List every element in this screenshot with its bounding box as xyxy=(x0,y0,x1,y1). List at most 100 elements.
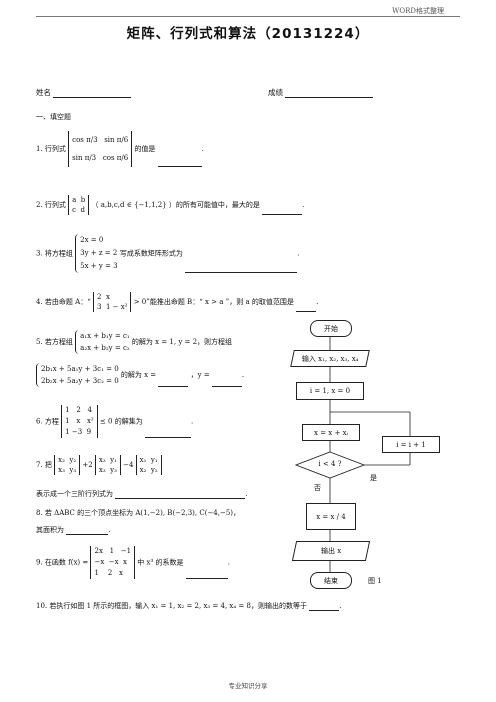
q8-text: 若 ΔABC 的三个顶点坐标为 A(1,−2), B(−2,3), C(−4,−… xyxy=(44,509,241,517)
q4-m12: x xyxy=(105,293,110,301)
page-title: 矩阵、行列式和算法（20131224） xyxy=(126,26,370,42)
q4-m21: 3 xyxy=(97,303,102,311)
flow-update: x = x + xᵢ xyxy=(302,424,360,441)
q4-answer-blank[interactable] xyxy=(296,303,317,312)
q5-system-2: 2b₁x + 5a₁y + 3c₁ = 0 2b₂x + 5a₂y + 3c₂ … xyxy=(36,363,119,387)
q3-eq1: 2x = 0 xyxy=(80,236,104,244)
q9-m22: −x xyxy=(108,558,119,566)
q1-post: 的值是 xyxy=(134,145,156,153)
score-label: 成绩 xyxy=(268,88,283,97)
question-6: 6. 方程 1 2 4 1 x x² 1 −3 9 ≤ 0 的解集为 . xyxy=(36,405,194,438)
header-note: WORD格式整理 xyxy=(392,7,444,15)
q9-determinant: 2x 1 −1 −x −x x 1 2 x xyxy=(90,546,136,579)
q3-eq2: 3y + z = 2 xyxy=(80,249,118,257)
q9-answer-blank[interactable] xyxy=(185,570,228,579)
q8-answer-blank[interactable] xyxy=(66,526,109,535)
flow-input-label: 输入 x₁, x₂, x₃, x₄ xyxy=(301,354,359,363)
flow-start: 开始 xyxy=(310,320,352,337)
name-label: 姓名 xyxy=(36,88,51,97)
q4-m11: 2 xyxy=(97,293,102,301)
q9-m11: 2x xyxy=(94,547,103,555)
flow-condition: i < 4 ? xyxy=(318,460,342,468)
condition-diamond xyxy=(294,451,366,479)
q7-pre: 把 xyxy=(44,461,52,469)
question-4: 4. 若由命题 A：“ 2 x 3 1 − x² > 0”能推出命题 B：“ x… xyxy=(36,292,319,312)
q6-m23: x² xyxy=(86,417,94,425)
q6-m13: 4 xyxy=(87,406,92,414)
flow-output: 输出 x xyxy=(291,541,371,561)
q9-m13: −1 xyxy=(120,547,132,555)
q1-answer-blank[interactable] xyxy=(157,158,202,167)
q3-answer-blank[interactable] xyxy=(185,264,298,273)
q2-m21: c xyxy=(72,206,77,214)
question-2: 2. 行列式 a b c d （ a,b,c,d ∈ {−1,1,2} ）的所有… xyxy=(36,195,305,215)
header-rule xyxy=(36,16,460,17)
flow-update-label: x = x + xᵢ xyxy=(314,428,348,437)
q6-pre: 方程 xyxy=(44,417,59,426)
question-9: 9. 在函数 f(x) = 2x 1 −1 −x −x x 1 2 x 中 x³… xyxy=(36,546,230,579)
q2-determinant: a b c d xyxy=(68,195,90,215)
q7-answer-blank[interactable] xyxy=(115,490,246,499)
q6-m33: 9 xyxy=(86,428,92,436)
q4-determinant: 2 x 3 1 − x² xyxy=(93,292,132,312)
q5-eq3: 2b₁x + 5a₁y + 3c₁ = 0 xyxy=(41,365,119,373)
q8-number: 8. xyxy=(36,509,43,517)
question-5: 5. 若方程组 a₁x + b₁y = c₁ a₂x + b₂y = c₂ 的解… xyxy=(36,330,232,354)
section-heading: 一、填空题 xyxy=(36,113,71,121)
question-8: 8. 若 ΔABC 的三个顶点坐标为 A(1,−2), B(−2,3), C(−… xyxy=(36,508,240,518)
score-blank[interactable] xyxy=(285,88,374,98)
q1-m11: cos π/3 xyxy=(72,136,98,144)
q6-post: ≤ 0 的解集为 xyxy=(99,417,143,426)
flow-input: 输入 x₁, x₂, x₃, x₄ xyxy=(290,350,370,367)
q5-number: 5. xyxy=(36,338,43,346)
q9-pre: 在函数 f(x) = xyxy=(44,558,89,567)
q9-number: 9. xyxy=(36,558,43,567)
q5-answer-y[interactable] xyxy=(211,378,242,387)
q3-pre: 将方程组 xyxy=(44,249,73,258)
q10-answer-blank[interactable] xyxy=(309,602,340,611)
q9-m32: 2 xyxy=(107,569,113,577)
q4-m22: 1 − x² xyxy=(105,303,128,311)
q5-eq2: a₂x + b₂y = c₂ xyxy=(80,344,130,352)
q5-eq1: a₁x + b₁y = c₁ xyxy=(80,332,130,340)
q5-post3: ，y = xyxy=(190,371,210,379)
flow-end-label: 结束 xyxy=(324,576,338,585)
q6-m22: x xyxy=(76,417,81,425)
q5-post: 的解为 x = 1, y = 2，则方程组 xyxy=(131,338,233,346)
q1-m12: sin π/6 xyxy=(104,136,129,144)
flow-start-label: 开始 xyxy=(324,324,338,333)
flow-init-label: i = 1, x = 0 xyxy=(309,387,351,395)
q1-number: 1. xyxy=(36,145,43,153)
question-7-cont: 表示成一个三阶行列式为 . xyxy=(36,490,248,499)
q1-determinant: cos π/3 sin π/6 sin π/3 cos π/6 xyxy=(68,131,133,167)
q7-number: 7. xyxy=(36,461,43,469)
flow-no-label: 否 xyxy=(314,484,321,492)
q6-answer-blank[interactable] xyxy=(144,429,191,438)
q9-m33: x xyxy=(119,569,123,577)
q3-eq3: 5x + y = 3 xyxy=(80,262,118,270)
score-field: 成绩 xyxy=(268,87,374,98)
flow-increment-label: i = i + 1 xyxy=(396,440,426,449)
flow-increment: i = i + 1 xyxy=(382,436,440,453)
q3-system: 2x = 0 3y + z = 2 5x + y = 3 xyxy=(75,234,118,273)
q5-answer-x[interactable] xyxy=(158,378,189,387)
q3-post: 写成系数矩阵形式为 xyxy=(119,249,183,258)
name-blank[interactable] xyxy=(53,88,132,98)
q2-answer-blank[interactable] xyxy=(262,206,303,215)
q1-m21: sin π/3 xyxy=(72,154,97,162)
flow-calc: x = x / 4 xyxy=(306,503,356,530)
q5-pre: 若方程组 xyxy=(44,338,73,346)
q9-m31: 1 xyxy=(94,569,99,577)
q10-text: 若执行如图 1 所示的框图，输入 x₁ = 1, x₂ = 2, x₃ = 4,… xyxy=(49,602,307,610)
q2-post: （ a,b,c,d ∈ {−1,1,2} ）的所有可能值中，最大的是 xyxy=(91,201,260,209)
question-8-cont: 其面积为 . xyxy=(36,526,111,535)
q5-post2: 的解为 x = xyxy=(120,371,157,379)
flow-init: i = 1, x = 0 xyxy=(296,382,364,400)
figure-caption: 图 1 xyxy=(368,577,382,585)
footer: 专业知识分享 xyxy=(228,682,268,690)
q4-text2: > 0”能推出命题 B：“ x > a ”，则 a 的取值范围是 xyxy=(133,298,294,306)
